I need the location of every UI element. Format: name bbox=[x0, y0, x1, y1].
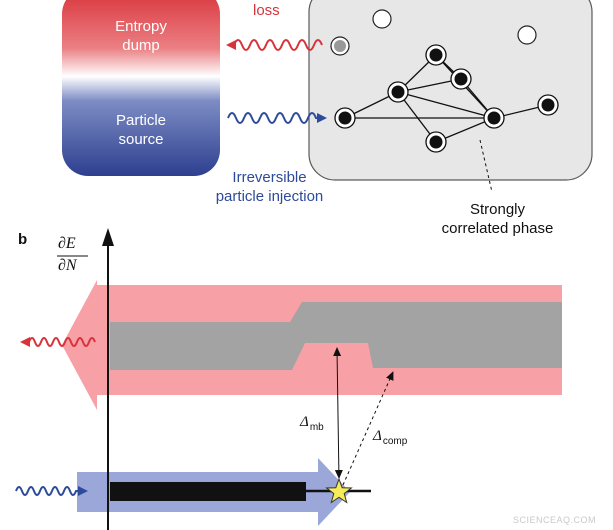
occupied-site bbox=[425, 44, 447, 66]
delta-comp-label: Δcomp bbox=[373, 428, 408, 447]
delta-mb-label: Δmb bbox=[300, 414, 324, 433]
lost-particle bbox=[334, 40, 346, 52]
injection-label: Irreversible particle injection bbox=[215, 169, 324, 205]
axis-label-denominator: ∂N bbox=[58, 257, 77, 274]
occupied-site bbox=[537, 94, 559, 116]
occupied-site bbox=[425, 131, 447, 153]
axis-label-numerator: ∂E bbox=[58, 235, 76, 252]
occupied-site bbox=[334, 107, 356, 129]
loss-label: loss bbox=[253, 2, 280, 19]
entropy-dump-label: Entropy dump bbox=[115, 18, 167, 54]
energy-axis-arrowhead bbox=[102, 228, 114, 246]
occupied-site bbox=[450, 68, 472, 90]
delta-mb-arrow-up bbox=[333, 347, 342, 483]
blue-wave-in bbox=[15, 486, 88, 496]
lattice-cloud bbox=[308, 0, 593, 181]
reservoir-box bbox=[62, 0, 220, 176]
occupied-site bbox=[387, 81, 409, 103]
injection-wave-arrow bbox=[227, 112, 327, 124]
lattice-nodes bbox=[330, 9, 559, 153]
gray-band bbox=[110, 302, 562, 370]
delta-comp-arrow bbox=[342, 371, 394, 486]
black-band bbox=[110, 482, 306, 501]
phase-label: Strongly correlated phase bbox=[441, 201, 554, 237]
ground-state-star-icon bbox=[325, 477, 353, 504]
empty-site bbox=[372, 9, 392, 29]
phase-pointer bbox=[479, 139, 493, 193]
particle-source-label: Particle source bbox=[115, 112, 167, 148]
empty-site bbox=[517, 25, 537, 45]
occupied-site bbox=[483, 107, 505, 129]
panel-b-tag: b bbox=[18, 231, 28, 248]
loss-wave-arrow bbox=[226, 39, 323, 51]
watermark: SCIENCEAQ.COM bbox=[513, 515, 597, 525]
red-wave-out bbox=[20, 337, 96, 347]
